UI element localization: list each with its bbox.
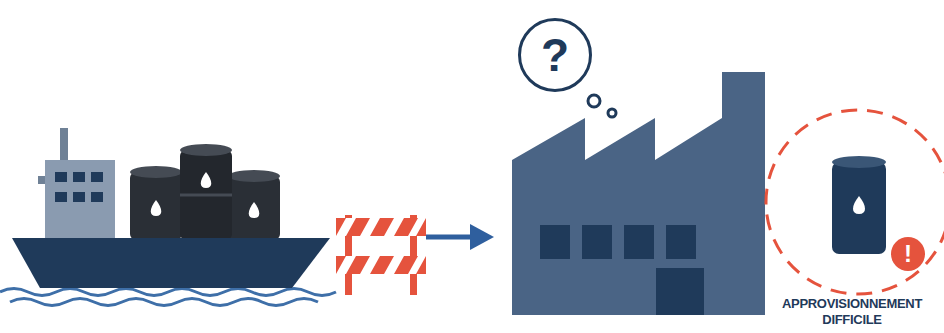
factory-door: [656, 268, 704, 315]
node-text: APPROVISIONNEMENT DIFFICILE: [776, 296, 928, 332]
oil-barrels: [130, 144, 280, 240]
ship-cabin: [45, 160, 115, 240]
warning-circle: APPROVISIONNEMENT DIFFICILE!: [760, 104, 944, 333]
oil-barrel: [832, 156, 886, 168]
flow-arrow: [426, 235, 474, 240]
oil-drop: [853, 196, 865, 214]
cabin-windows: [55, 172, 103, 202]
ship-hull: [12, 238, 330, 288]
thought-bubble: ?: [518, 18, 592, 92]
wave-line: [0, 289, 336, 296]
node-text: ?: [521, 21, 589, 89]
oil-barrel: [832, 162, 886, 254]
ship-mast: [60, 128, 68, 162]
wave-line: [10, 299, 318, 306]
alert-badge: !: [891, 237, 925, 271]
thought-dot: [588, 95, 600, 107]
node-text: !: [891, 237, 925, 271]
road-barrier: [336, 215, 426, 295]
thought-dot: [608, 109, 616, 117]
factory-building: [512, 72, 765, 315]
dashed-circle: [766, 110, 944, 294]
factory-windows: [540, 225, 696, 259]
flow-arrow: [470, 224, 494, 250]
